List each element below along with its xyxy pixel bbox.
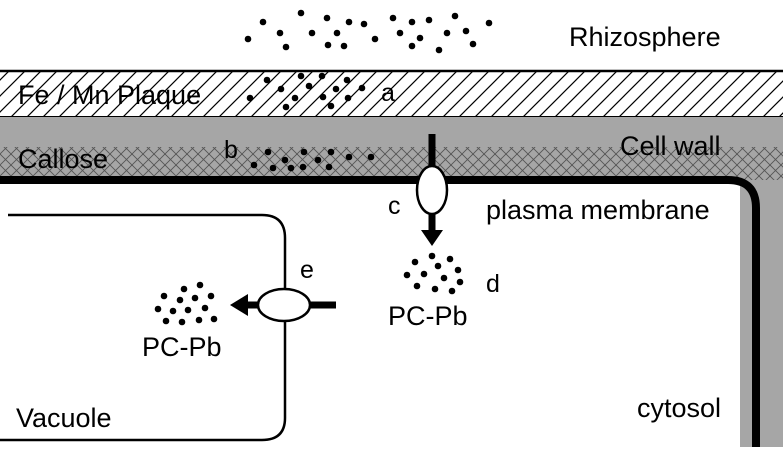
plasma-membrane-line (0, 176, 760, 447)
vacuole-outline (0, 213, 287, 442)
pb-dots-cytosol (403, 252, 464, 295)
marker-a: a (381, 79, 395, 107)
pb-dots-callose (250, 148, 375, 172)
label-vacuole: Vacuole (16, 403, 112, 433)
transporter-c (415, 164, 449, 216)
plaque-band (0, 71, 783, 117)
pb-dots-vacuole (154, 281, 218, 326)
pb-dots-rhizosphere (244, 9, 493, 54)
arrow-e-head (230, 294, 248, 316)
label-plasma-membrane: plasma membrane (486, 195, 710, 225)
label-pc-pb-cytosol: PC-Pb (388, 301, 468, 331)
marker-d: d (486, 270, 500, 298)
transporter-e (256, 287, 312, 323)
callose-region (0, 147, 783, 180)
label-cytosol: cytosol (637, 393, 721, 423)
marker-c: c (388, 192, 401, 220)
pb-dots-plaque (246, 72, 366, 111)
label-rhizosphere: Rhizosphere (569, 22, 721, 52)
cell-wall-right-inner (760, 180, 783, 447)
marker-e: e (300, 256, 314, 284)
label-pc-pb-vacuole: PC-Pb (142, 332, 222, 362)
label-cell-wall: Cell wall (620, 131, 721, 161)
label-plaque: Fe / Mn Plaque (18, 80, 201, 110)
marker-b: b (224, 136, 238, 164)
label-callose: Callose (18, 144, 108, 174)
arrow-c-head (421, 230, 443, 246)
